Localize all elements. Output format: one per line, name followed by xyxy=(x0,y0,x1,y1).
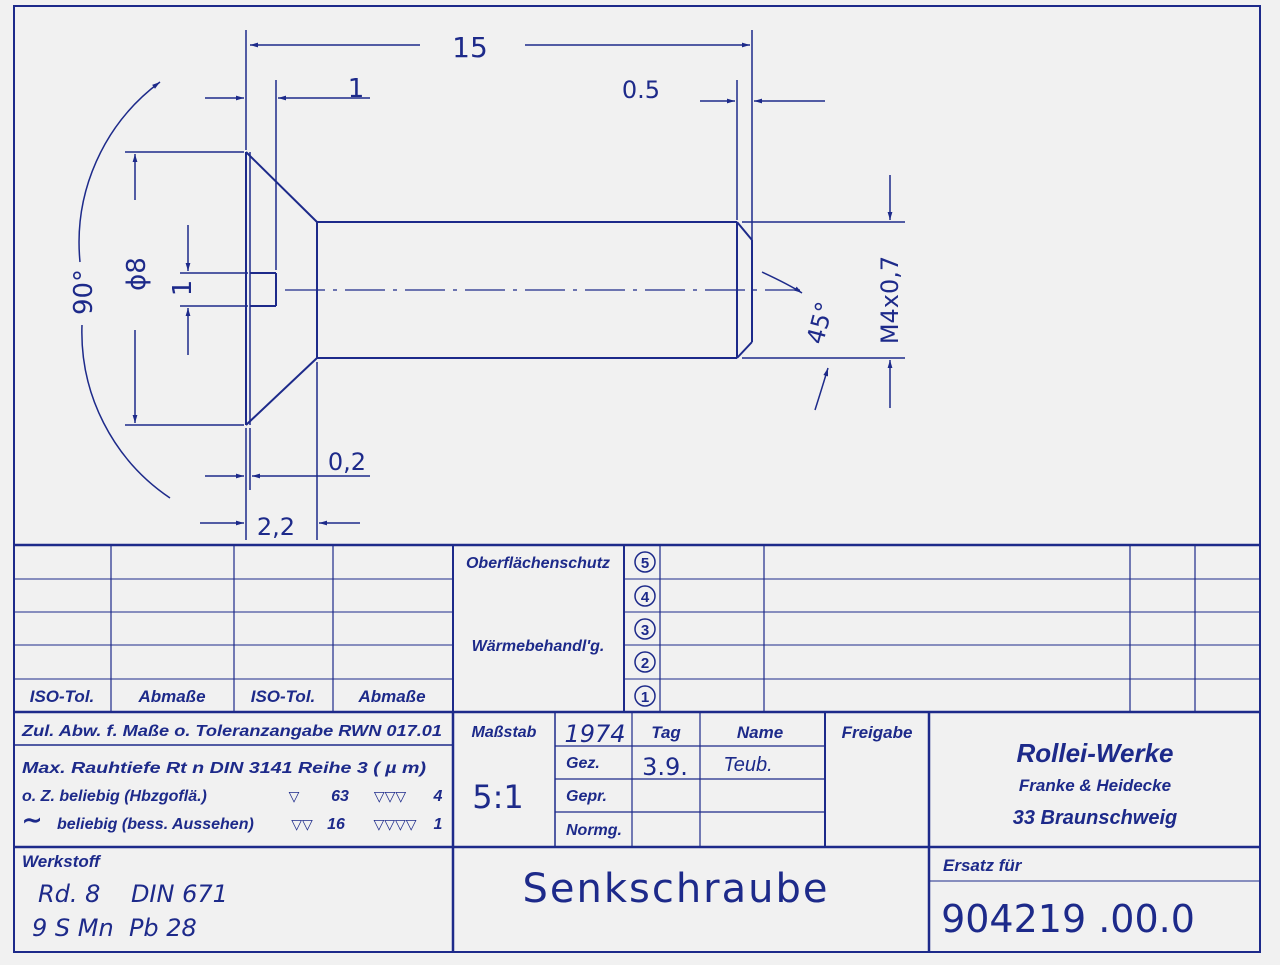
roughness-symbol: ▽▽▽ xyxy=(374,788,407,804)
surface-protection-label: Oberflächenschutz xyxy=(466,555,610,572)
scale-label: Maßstab xyxy=(472,724,537,741)
roughness-value: 1 xyxy=(434,816,443,833)
drawn-label: Gez. xyxy=(566,755,600,772)
tol-header-iso-tol: ISO-Tol. xyxy=(30,687,95,706)
scale-value: 5:1 xyxy=(472,778,524,816)
dim-head-edge: 0,2 xyxy=(328,448,366,476)
standards-label: Normg. xyxy=(566,822,622,839)
treatment-row-number: 2 xyxy=(641,655,649,672)
treatment-row-numbers xyxy=(634,551,656,707)
date-year: 1974 xyxy=(564,720,625,748)
part-number: 904219 .00.0 xyxy=(941,897,1195,941)
release-label: Freigabe xyxy=(842,723,913,742)
company-name: Rollei-Werke xyxy=(1016,738,1173,768)
roughness-symbol: ▽▽▽▽ xyxy=(373,816,416,832)
company-city: 33 Braunschweig xyxy=(1013,807,1178,829)
treatment-row-number: 5 xyxy=(641,555,649,572)
title-block-grid xyxy=(14,543,1260,952)
date-name-header: Name xyxy=(737,723,783,742)
roughness-symbol: ▽▽ xyxy=(291,816,313,832)
screw-outline xyxy=(245,151,753,426)
dim-chamfer-length: 0.5 xyxy=(622,76,660,104)
roughness-value: 16 xyxy=(327,816,345,833)
checked-label: Gepr. xyxy=(566,788,607,805)
dim-head-height: 2,2 xyxy=(257,513,295,541)
roughness-line2-label: beliebig (bess. Aussehen) xyxy=(57,816,254,833)
material-line2: 9 S Mn Pb 28 xyxy=(32,914,197,942)
roughness-title: Max. Rauhtiefe Rt n DIN 3141 Reihe 3 ( µ… xyxy=(22,760,426,777)
treatment-row-number: 3 xyxy=(641,622,649,639)
dim-chamfer-angle: 45° xyxy=(801,299,839,347)
dim-slot-width: 1 xyxy=(168,280,198,297)
dim-thread: M4x0,7 xyxy=(876,256,904,344)
part-title: Senkschraube xyxy=(522,866,829,912)
general-tolerance-note: Zul. Abw. f. Maße o. Toleranzangabe RWN … xyxy=(21,723,442,740)
roughness-value: 4 xyxy=(433,788,443,805)
drawn-name-signature: Teub. xyxy=(723,754,772,776)
tol-header-abmasse: Abmaße xyxy=(137,687,205,706)
date-tag-header: Tag xyxy=(651,723,681,742)
dim-head-angle: 90° xyxy=(69,269,99,315)
heat-treatment-label: Wärmebehandl'g. xyxy=(472,638,605,655)
dim-slot-depth: 1 xyxy=(348,74,365,104)
dim-length: 15 xyxy=(452,31,488,64)
material-line1: Rd. 8 DIN 671 xyxy=(38,880,228,908)
treatment-row-number: 4 xyxy=(641,589,650,606)
tilde-symbol: ∼ xyxy=(22,807,42,834)
dim-head-diameter: ϕ8 xyxy=(122,257,152,291)
drawn-date: 3.9. xyxy=(642,753,688,781)
tol-header-abmasse: Abmaße xyxy=(357,687,425,706)
roughness-line1-label: o. Z. beliebig (Hbzgoflä.) xyxy=(22,788,207,805)
company-subtitle: Franke & Heidecke xyxy=(1019,776,1171,795)
drawing-border xyxy=(13,5,1261,953)
treatment-row-number: 1 xyxy=(641,689,649,706)
material-label: Werkstoff xyxy=(22,852,102,871)
tol-header-iso-tol: ISO-Tol. xyxy=(251,687,316,706)
roughness-symbol: ▽ xyxy=(289,788,300,804)
replacement-label: Ersatz für xyxy=(943,856,1023,875)
roughness-value: 63 xyxy=(331,788,349,805)
dimension-lines xyxy=(78,30,905,540)
